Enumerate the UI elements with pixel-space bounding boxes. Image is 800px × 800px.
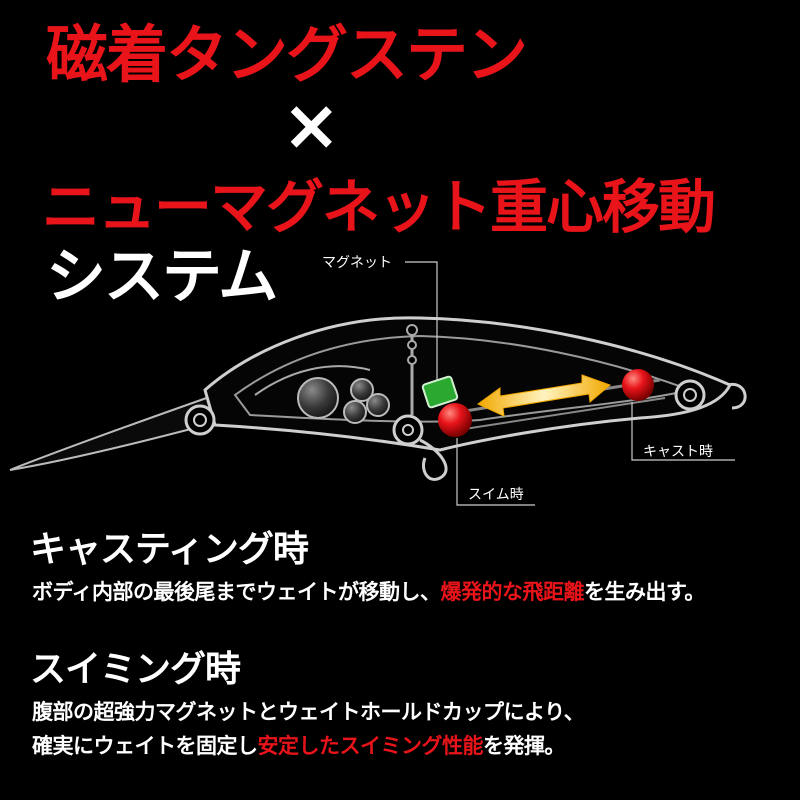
swimming-text-line2: 確実にウェイトを固定し安定したスイミング性能を発揮。 (32, 730, 566, 760)
fixed-weight-ball (297, 377, 339, 419)
headline-line1: 磁着タングステン (46, 18, 528, 91)
label-swim: スイム時 (468, 487, 524, 503)
lure-rear-eye (683, 388, 697, 402)
label-magnet: マグネット (322, 255, 392, 271)
swimming-line2-after: を発揮。 (483, 734, 566, 758)
swimming-text-line1: 腹部の超強力マグネットとウェイトホールドカップにより、 (32, 700, 585, 724)
weight-cast-position (622, 369, 654, 401)
lure-rib-joint (407, 355, 417, 365)
movement-arrow (477, 374, 611, 417)
lure-cross-section-diagram: マグネット キャスト時 スイム時 (9, 255, 747, 506)
lure-split-ring (727, 382, 747, 410)
headline-cross: × (282, 84, 341, 166)
fixed-weight-ball (350, 378, 374, 402)
lure-rib-joint (406, 324, 418, 336)
weight-track (444, 397, 666, 433)
swimming-line2-before: 確実にウェイトを固定し (32, 734, 258, 758)
casting-text: ボディ内部の最後尾までウェイトが移動し、爆発的な飛距離を生み出す。 (32, 576, 705, 606)
lure-rib-joint (407, 340, 417, 350)
lure-rib (254, 365, 371, 396)
lure-belly-ring (419, 438, 448, 481)
label-cast: キャスト時 (643, 444, 713, 460)
magnet-block (421, 375, 459, 409)
swimming-line2-highlight: 安定したスイミング性能 (257, 734, 484, 758)
headline-line2: ニューマグネット重心移動 (42, 173, 716, 241)
weight-swim-position (438, 403, 472, 437)
casting-text-after: を生み出す。 (584, 580, 705, 604)
casting-title: キャスティング時 (30, 529, 309, 570)
callout-line-magnet (405, 261, 438, 380)
fixed-weight-ball (343, 400, 367, 424)
headline-line3: システム (46, 242, 278, 312)
lure-line-tie (193, 413, 207, 427)
lure-body-outline (203, 316, 733, 452)
swimming-title: スイミング時 (30, 649, 241, 690)
casting-text-highlight: 爆発的な飛距離 (440, 580, 585, 604)
callout-line-swim (456, 438, 535, 506)
casting-text-before: ボディ内部の最後尾までウェイトが移動し、 (32, 580, 441, 604)
fixed-weight-ball (366, 393, 390, 417)
lure-belly-eye (402, 424, 414, 436)
callout-line-cast (631, 402, 735, 461)
